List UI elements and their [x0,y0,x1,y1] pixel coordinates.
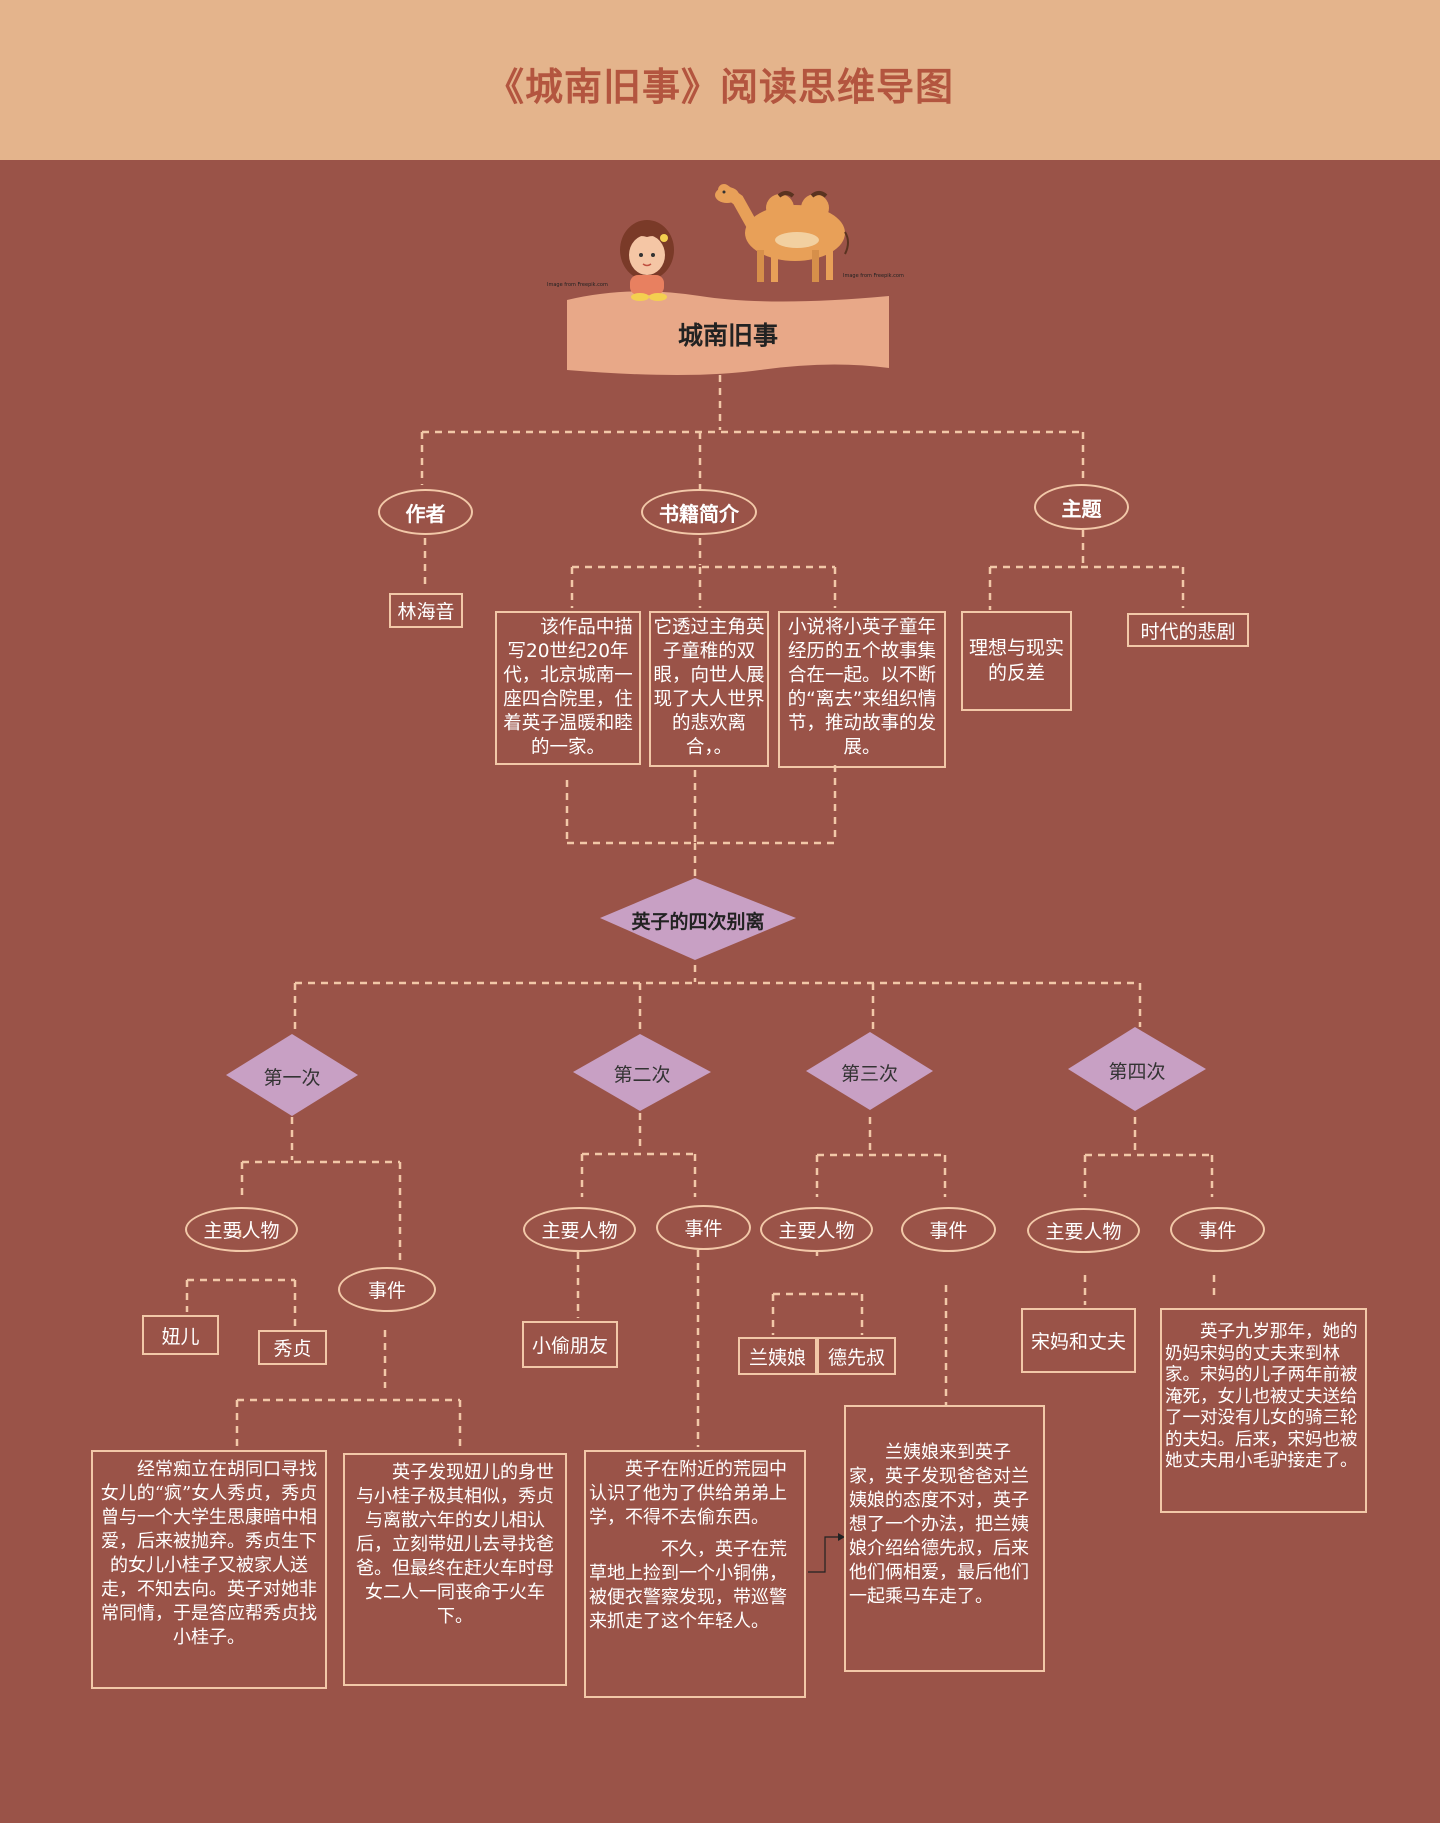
second-events-node: 事件 [656,1205,751,1250]
third-events-node: 事件 [901,1207,996,1252]
page-title: 《城南旧事》阅读思维导图 [485,65,954,109]
girl-illustration [620,220,674,301]
partings-label: 英子的四次别离 [631,911,765,933]
first-event-1: 经常痴立在胡同口寻找女儿的“疯”女人秀贞，秀贞曾与一个大学生思康暗中相爱，后来被… [91,1450,327,1689]
second-event-box: 英子在附近的荒园中认识了他为了供给弟弟上学，不得不去偷东西。 不久，英子在荒草地… [584,1450,806,1698]
header-band: 《城南旧事》阅读思维导图 [0,0,1440,160]
book-intro-paragraph-1: 该作品中描写20世纪20年代，北京城南一座四合院里，住着英子温暖和睦的一家。 [495,611,641,765]
fourth-label: 第四次 [1108,1061,1166,1083]
third-character-2: 德先叔 [817,1337,896,1375]
second-label: 第二次 [613,1064,671,1086]
third-character-1: 兰姨娘 [738,1337,817,1375]
first-diamond [226,1034,358,1116]
second-diamond [573,1034,711,1111]
first-character-1: 妞儿 [142,1315,219,1355]
author-name-box: 林海音 [389,593,463,628]
fourth-characters-node: 主要人物 [1027,1208,1140,1253]
second-character-1: 小偷朋友 [522,1321,618,1368]
first-events-node: 事件 [338,1267,436,1312]
arrow-head-icon [838,1533,845,1541]
book-intro-paragraph-2: 它透过主角英子童稚的双眼，向世人展现了大人世界的悲欢离合，。 [649,611,769,767]
third-characters-node: 主要人物 [760,1207,873,1252]
fourth-events-node: 事件 [1170,1207,1265,1252]
central-banner [567,291,889,375]
partings-diamond [600,878,796,960]
book-intro-paragraph-3: 小说将小英子童年经历的五个故事集合在一起。以不断的“离去”来组织情节，推动故事的… [778,611,946,768]
fourth-character-1: 宋妈和丈夫 [1021,1308,1136,1373]
fourth-event-box: 英子九岁那年，她的奶妈宋妈的丈夫来到林家。宋妈的儿子两年前被淹死，女儿也被丈夫送… [1160,1308,1367,1513]
camel-illustration [715,184,849,282]
author-node: 作者 [378,489,473,535]
fourth-diamond [1068,1027,1206,1111]
arrow-connector [808,1536,838,1573]
book-intro-node: 书籍简介 [641,489,757,535]
first-label: 第一次 [263,1067,321,1089]
credit-right: Image from Freepik.com [843,273,904,279]
second-characters-node: 主要人物 [523,1207,636,1252]
central-topic: 城南旧事 [677,321,778,350]
theme-item-2: 时代的悲剧 [1127,613,1249,647]
third-diamond [806,1032,933,1110]
first-characters-node: 主要人物 [185,1207,298,1252]
third-label: 第三次 [840,1063,898,1085]
theme-item-1: 理想与现实的反差 [961,611,1072,711]
first-event-2: 英子发现妞儿的身世与小桂子极其相似，秀贞与离散六年的女儿相认后，立刻带妞儿去寻找… [343,1453,567,1686]
diagram-background [0,160,1440,1823]
connector-lines [185,375,1216,1450]
first-character-2: 秀贞 [258,1330,327,1365]
third-event-box: 兰姨娘来到英子家，英子发现爸爸对兰姨娘的态度不对，英子想了一个办法，把兰姨娘介绍… [844,1405,1045,1672]
credit-left: Image from Freepik.com [547,282,608,288]
second-event-paragraph-2: 不久，英子在荒草地上捡到一个小铜佛，被便衣警察发现，带巡警来抓走了这个年轻人。 [589,1539,787,1632]
second-event-paragraph-1: 英子在附近的荒园中认识了他为了供给弟弟上学，不得不去偷东西。 [589,1459,787,1528]
theme-node: 主题 [1034,484,1129,530]
